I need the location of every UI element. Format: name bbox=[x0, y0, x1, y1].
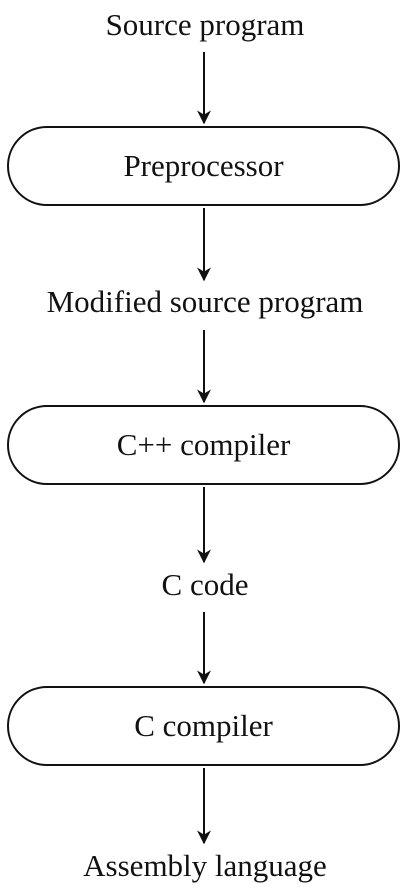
c-code-label: C code bbox=[161, 567, 249, 602]
c-compiler-label: C compiler bbox=[134, 708, 273, 743]
c-compiler-box: C compiler bbox=[7, 686, 400, 766]
assembly-language-label: Assembly language bbox=[83, 848, 327, 883]
cpp-compiler-box: C++ compiler bbox=[7, 405, 400, 485]
preprocessor-label: Preprocessor bbox=[123, 148, 284, 183]
preprocessor-box: Preprocessor bbox=[7, 126, 400, 206]
cpp-compiler-label: C++ compiler bbox=[116, 427, 291, 462]
source-program-label: Source program bbox=[105, 7, 305, 42]
modified-source-program-label: Modified source program bbox=[46, 284, 364, 319]
